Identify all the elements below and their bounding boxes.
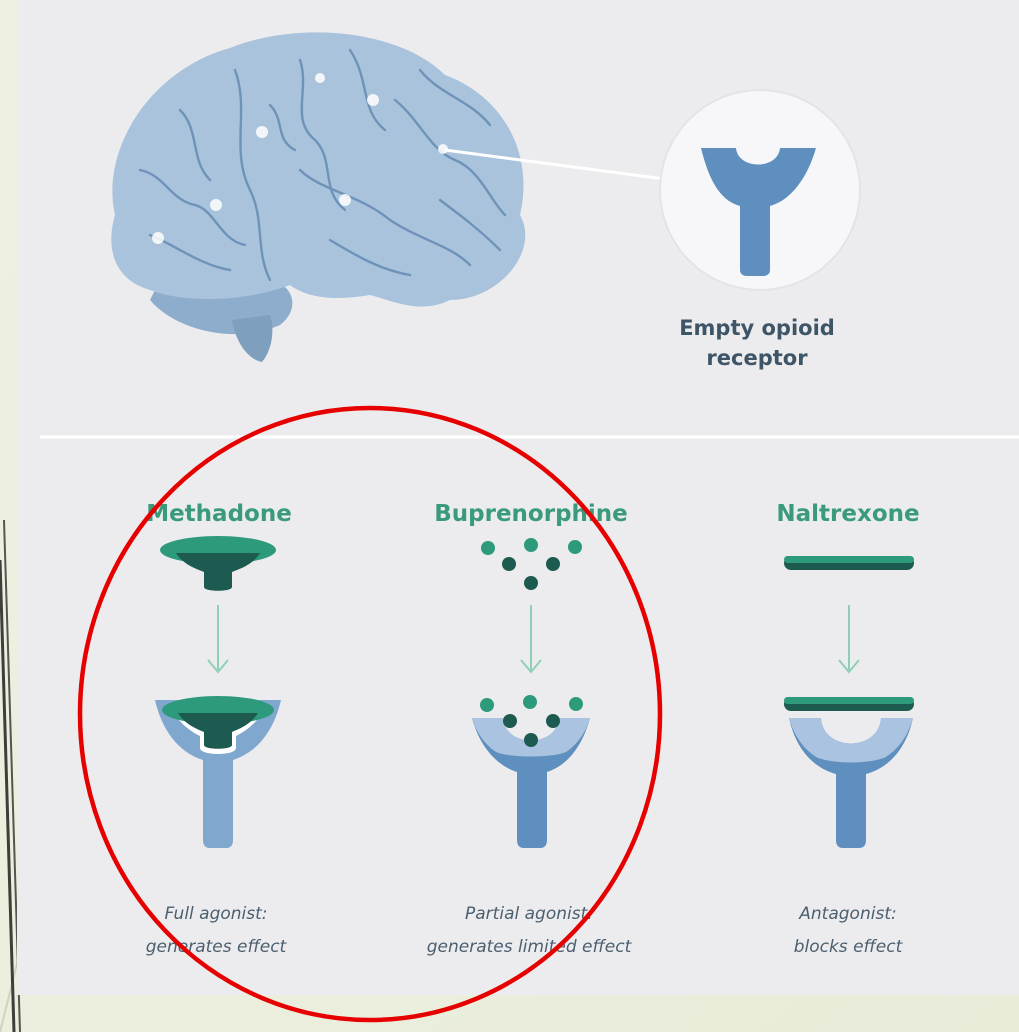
methadone-caption-line2: generates effect [146, 937, 288, 957]
naltrexone-caption-line2: blocks effect [794, 937, 904, 957]
naltrexone-heading: Naltrexone [776, 501, 919, 527]
receptor-label-line1: Empty opioid [679, 316, 835, 340]
buprenorphine-caption-line1: Partial agonist: [465, 904, 593, 924]
methadone-caption-line1: Full agonist: [164, 904, 267, 924]
naltrexone-drug-icon [784, 556, 914, 570]
methadone-heading: Methadone [146, 501, 292, 527]
empty-receptor-callout [660, 90, 860, 290]
naltrexone-caption-line1: Antagonist: [798, 904, 896, 924]
buprenorphine-caption-line2: generates limited effect [427, 937, 633, 957]
receptor-label-line2: receptor [706, 346, 808, 370]
